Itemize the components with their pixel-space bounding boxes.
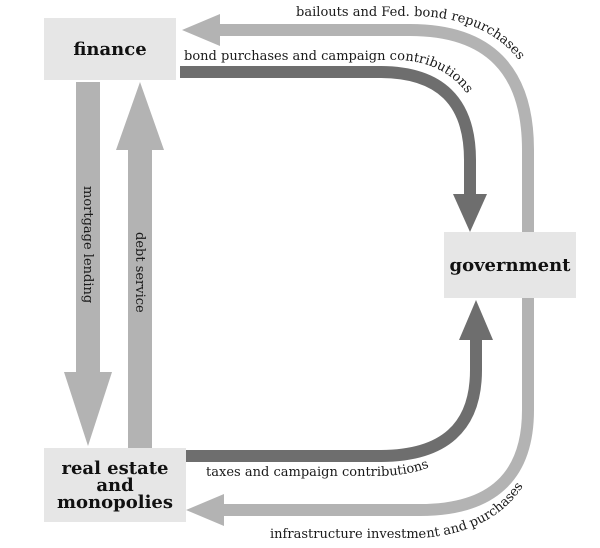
node-real-estate-line1: real estate bbox=[61, 457, 169, 479]
label-mortgage-lending: mortgage lending bbox=[80, 186, 95, 303]
node-finance-label: finance bbox=[73, 38, 147, 60]
node-real-estate-line2: and bbox=[96, 474, 134, 496]
node-real-estate: real estate and monopolies bbox=[44, 448, 186, 522]
label-debt-service: debt service bbox=[132, 232, 147, 313]
arrow-bond-purchases bbox=[180, 66, 476, 196]
arrowhead-mortgage-lending bbox=[64, 372, 112, 446]
arrow-taxes bbox=[186, 340, 482, 462]
arrow-debt-service bbox=[128, 148, 152, 448]
arrowhead-bailouts bbox=[182, 14, 220, 46]
arrow-bailouts bbox=[218, 24, 534, 232]
node-finance: finance bbox=[44, 18, 176, 80]
arrowhead-bond-purchases bbox=[453, 194, 487, 232]
node-government: government bbox=[444, 232, 576, 298]
arrowhead-infrastructure bbox=[186, 494, 224, 526]
arrow-infrastructure bbox=[222, 298, 534, 516]
arrowhead-taxes bbox=[459, 300, 493, 340]
node-real-estate-line3: monopolies bbox=[57, 491, 173, 513]
arrow-mortgage-lending bbox=[76, 82, 100, 374]
node-government-label: government bbox=[449, 254, 571, 276]
arrowhead-debt-service bbox=[116, 82, 164, 150]
